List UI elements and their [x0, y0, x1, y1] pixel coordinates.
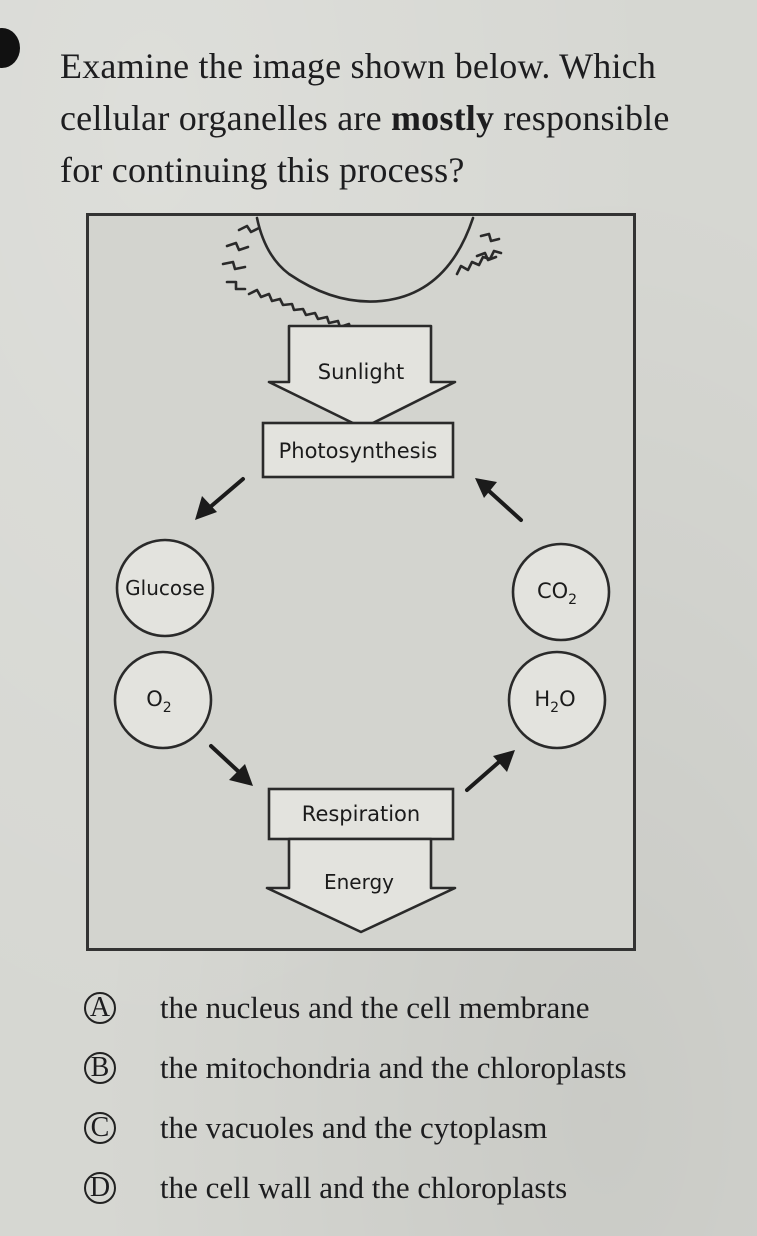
arrow-to-photosynthesis-icon: [475, 478, 523, 522]
sunlight-arrow-shape: [267, 324, 457, 430]
h2o-subscript: 2: [550, 700, 559, 716]
question-part-1: Examine the image shown below. Which cel…: [60, 46, 657, 138]
sunlight-label: Sunlight: [318, 360, 405, 384]
h2o-pre: H: [534, 687, 550, 711]
answer-letter-d[interactable]: D: [84, 1172, 116, 1204]
answer-letter-a[interactable]: A: [84, 992, 116, 1024]
answer-choice-a[interactable]: A the nucleus and the cell membrane: [84, 978, 744, 1038]
energy-arrow-shape: [265, 837, 457, 934]
co2-label: CO2: [537, 579, 577, 608]
answer-letter-b[interactable]: B: [84, 1052, 116, 1084]
h2o-circle: [507, 650, 607, 750]
answer-choice-b[interactable]: B the mitochondria and the chloroplasts: [84, 1038, 744, 1098]
arrow-to-glucose-icon: [195, 477, 245, 520]
answer-choices: A the nucleus and the cell membrane B th…: [84, 978, 744, 1218]
answer-letter-c[interactable]: C: [84, 1112, 116, 1144]
photosynthesis-box: [261, 421, 455, 479]
o2-main: O: [146, 687, 163, 711]
glucose-circle: [115, 538, 215, 638]
diagram-canvas: Sunlight Photosynthesis Glucose O2 CO2 H…: [113, 216, 611, 934]
o2-label: O2: [146, 687, 171, 716]
energy-label: Energy: [324, 870, 394, 894]
answer-text-c: the vacuoles and the cytoplasm: [160, 1110, 548, 1145]
photosynthesis-respiration-diagram: Sunlight Photosynthesis Glucose O2 CO2 H…: [86, 213, 636, 951]
answer-text-b: the mitochondria and the chloroplasts: [160, 1050, 627, 1085]
co2-subscript: 2: [568, 592, 577, 608]
co2-circle: [511, 542, 611, 642]
co2-main: CO: [537, 579, 568, 603]
h2o-label: H2O: [534, 687, 575, 716]
glucose-label: Glucose: [125, 576, 205, 600]
answer-text-a: the nucleus and the cell membrane: [160, 990, 590, 1025]
o2-circle: [113, 650, 213, 750]
answer-text-d: the cell wall and the chloroplasts: [160, 1170, 568, 1205]
question-emphasis: mostly: [390, 98, 495, 138]
answer-choice-c[interactable]: C the vacuoles and the cytoplasm: [84, 1098, 744, 1158]
sun-icon: [221, 216, 503, 336]
question-number-marker: [0, 28, 20, 68]
question-part-2: responsible for continuing this process?: [60, 98, 670, 190]
arrow-to-respiration-icon: [209, 744, 253, 786]
respiration-label: Respiration: [302, 802, 420, 826]
question-text: Examine the image shown below. Which cel…: [60, 40, 720, 196]
arrow-to-h2o-icon: [465, 750, 515, 792]
h2o-post: O: [559, 687, 576, 711]
o2-subscript: 2: [163, 700, 172, 716]
answer-choice-d[interactable]: D the cell wall and the chloroplasts: [84, 1158, 744, 1218]
photosynthesis-label: Photosynthesis: [279, 439, 438, 463]
